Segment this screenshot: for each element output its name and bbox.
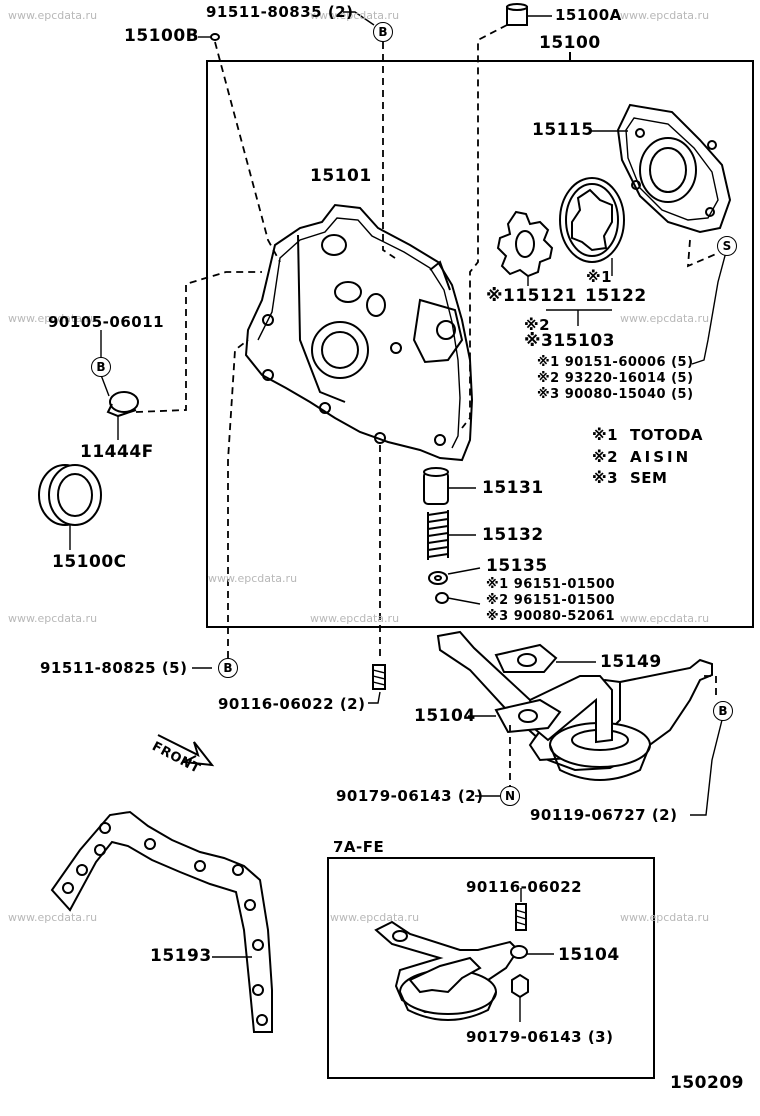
part-15104-strainer — [436, 630, 713, 781]
variant-bolt-90116 — [515, 903, 527, 931]
manufacturer-mark-2: ※2 — [592, 448, 619, 466]
part-15131-relief-valve — [423, 467, 449, 505]
part-15100c-oil-seal — [38, 464, 102, 526]
label-90116-06022: 90116-06022 — [466, 878, 583, 896]
label-15121: ※115121 — [486, 286, 577, 306]
label-90116-06022-2: 90116-06022 (2) — [218, 695, 366, 713]
manufacturer-name-3: SEM — [630, 469, 668, 487]
label-11444f: 11444F — [80, 442, 154, 462]
watermark: www.epcdata.ru — [310, 9, 400, 22]
watermark: www.epcdata.ru — [620, 911, 710, 924]
ref-mark-b: B — [218, 658, 238, 678]
variant-gasket — [510, 945, 528, 959]
watermark: www.epcdata.ru — [208, 572, 298, 585]
diagram-code: 150209 — [670, 1073, 744, 1093]
part-15135-plug — [435, 592, 449, 604]
part-15193-gasket — [50, 810, 273, 1033]
label-90179-06143-2: 90179-06143 (2) — [336, 787, 484, 805]
assembly-frame — [206, 60, 754, 628]
part-15122-outer-rotor — [559, 177, 625, 263]
ref-mark-s: S — [717, 236, 737, 256]
label-15100a: 15100A — [555, 6, 622, 24]
label-90119-06727: 90119-06727 (2) — [530, 806, 678, 824]
variant-nut-90179 — [511, 973, 529, 999]
label-15101: 15101 — [310, 166, 372, 186]
variant-label: 7A-FE — [333, 838, 385, 856]
watermark: www.epcdata.ru — [620, 612, 710, 625]
bolt-note-3: ※3 90080-15040 (5) — [537, 387, 694, 402]
label-15121-note: ※1 — [586, 268, 613, 286]
watermark: www.epcdata.ru — [330, 911, 420, 924]
label-15100: 15100 — [539, 33, 601, 53]
label-15193: 15193 — [150, 946, 212, 966]
label-90105-06011: 90105-06011 — [48, 313, 165, 331]
label-15104: 15104 — [414, 706, 476, 726]
label-15115: 15115 — [532, 120, 594, 140]
label-90179-06143-3: 90179-06143 (3) — [466, 1028, 614, 1046]
front-arrow-icon — [157, 734, 215, 767]
label-15135: 15135 — [486, 556, 548, 576]
label-91511-80825: 91511-80825 (5) — [40, 659, 188, 677]
label-91511-80835: 91511-80835 (2) — [206, 3, 354, 21]
label-315103-a: ※2 — [524, 316, 551, 334]
part-15132-spring — [427, 510, 449, 560]
manufacturer-mark-3: ※3 — [592, 469, 619, 487]
ref-mark-b: B — [91, 357, 111, 377]
p15135-note-1: ※1 96151-01500 — [486, 577, 616, 592]
part-11444f-plug — [106, 391, 139, 418]
part-15121-inner-rotor — [496, 210, 554, 278]
label-15131: 15131 — [482, 478, 544, 498]
part-15149-gasket — [494, 643, 558, 673]
watermark: www.epcdata.ru — [8, 312, 98, 325]
bolt-note-1: ※1 90151-60006 (5) — [537, 355, 694, 370]
watermark: www.epcdata.ru — [620, 312, 710, 325]
manufacturer-name-2: AISIN — [630, 448, 692, 466]
label-15100b: 15100B — [124, 26, 200, 46]
label-15122: 15122 — [585, 286, 647, 306]
watermark: www.epcdata.ru — [8, 911, 98, 924]
watermark: www.epcdata.ru — [8, 612, 98, 625]
bolt-note-2: ※2 93220-16014 (5) — [537, 371, 694, 386]
part-15100b — [210, 33, 220, 41]
ref-mark-b: B — [373, 22, 393, 42]
watermark: www.epcdata.ru — [310, 612, 400, 625]
p15135-note-3: ※3 90080-52061 — [486, 609, 616, 624]
manufacturer-mark-1: ※1 — [592, 426, 619, 444]
variant-7a-fe-frame — [327, 857, 655, 1079]
label-15100c: 15100C — [52, 552, 127, 572]
label-15132: 15132 — [482, 525, 544, 545]
manufacturer-name-1: TOTODA — [630, 426, 704, 444]
p15135-note-2: ※2 96151-01500 — [486, 593, 616, 608]
part-15115-cover-plate — [616, 103, 732, 234]
label-315103-b: ※315103 — [524, 331, 615, 351]
part-15135-washer — [428, 571, 448, 585]
variant-strainer-15104 — [374, 920, 520, 1021]
oil-pump-body-15101 — [244, 203, 474, 462]
watermark: www.epcdata.ru — [620, 9, 710, 22]
watermark: www.epcdata.ru — [8, 9, 98, 22]
label-15149: 15149 — [600, 652, 662, 672]
part-15100a — [506, 3, 552, 26]
label-15104-variant: 15104 — [558, 945, 620, 965]
ref-mark-n: N — [500, 786, 520, 806]
part-90116-bolt — [372, 664, 386, 690]
ref-mark-b: B — [713, 701, 733, 721]
